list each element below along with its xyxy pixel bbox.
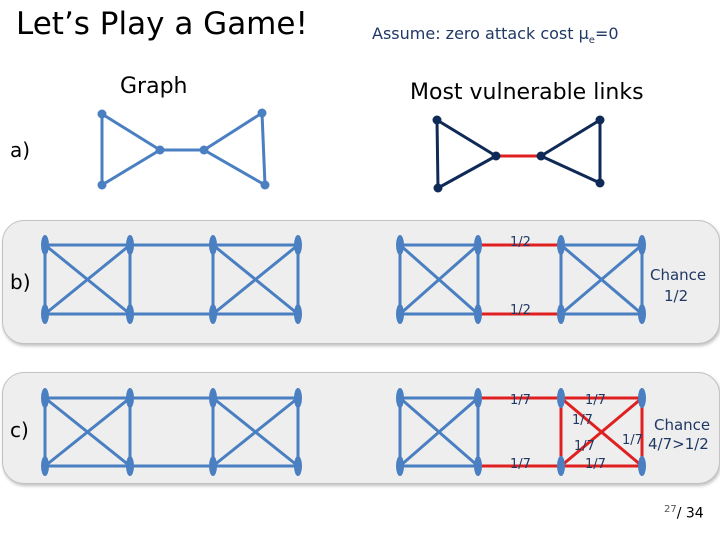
c-vulnerable-left-edge <box>398 396 480 468</box>
a-graph-node <box>199 145 209 155</box>
c-graph-node <box>209 456 217 476</box>
row-label-a: a) <box>10 138 31 162</box>
a-graph-node <box>260 180 270 190</box>
b-graph-node <box>209 235 217 255</box>
c-right-mid-prob: 1/7 <box>622 433 643 448</box>
row-label-b: b) <box>10 270 31 294</box>
edge-layer <box>43 111 644 468</box>
b-chance-value: 1/2 <box>664 287 688 305</box>
c-vulnerable-node <box>474 456 482 476</box>
a-graph-edge <box>260 111 267 187</box>
c-right-top-prob: 1/7 <box>585 393 606 408</box>
c-vulnerable-node <box>638 388 646 408</box>
c-graph-node <box>294 456 302 476</box>
a-graph-node <box>97 109 107 119</box>
a-graph-edge <box>202 148 267 187</box>
c-graph-left-edge <box>43 396 132 468</box>
a-vulnerable-node <box>595 178 605 188</box>
b-graph-node <box>126 304 134 324</box>
a-vulnerable-node <box>595 115 605 125</box>
c-graph-right-diag <box>211 396 300 468</box>
b-vulnerable-node <box>396 304 404 324</box>
a-vulnerable-edge <box>435 118 498 158</box>
graph-column-label: Graph <box>120 74 188 99</box>
a-vulnerable-node <box>433 183 443 193</box>
assumption-text: Assume: zero attack cost μe=0 <box>372 24 619 47</box>
a-vulnerable-edge <box>539 154 602 185</box>
a-graph-edge <box>100 112 162 152</box>
b-graph-right-diag <box>211 243 300 316</box>
a-vulnerable-node <box>432 115 442 125</box>
b-vulnerable-node <box>396 235 404 255</box>
a-vulnerable-edge <box>435 118 440 190</box>
b-vulnerable-node <box>638 304 646 324</box>
b-vulnerable-node <box>638 235 646 255</box>
b-graph-node <box>294 235 302 255</box>
a-graph-edge <box>100 148 162 187</box>
c-chance-value: 4/7>1/2 <box>648 435 709 453</box>
c-left-top-prob: 1/7 <box>510 393 531 408</box>
c-vulnerable-node <box>396 388 404 408</box>
c-vulnerable-right-diag <box>559 396 644 468</box>
vulnerable-column-label: Most vulnerable links <box>410 80 644 105</box>
a-graph-node <box>257 108 267 118</box>
c-vulnerable-node <box>396 456 404 476</box>
c-mid-prob-1: 1/7 <box>572 413 593 428</box>
c-graph-node <box>126 388 134 408</box>
c-mid-prob-2: 1/7 <box>574 439 595 454</box>
c-graph-node <box>41 388 49 408</box>
c-left-bottom-prob: 1/7 <box>510 457 531 472</box>
b-vulnerable-node <box>557 304 565 324</box>
a-graph-edge <box>202 111 264 152</box>
c-vulnerable-node <box>638 456 646 476</box>
b-graph-node <box>209 304 217 324</box>
b-vulnerable-right-diag <box>559 243 644 316</box>
a-vulnerable-node <box>536 151 546 161</box>
b-chance-label: Chance <box>650 266 706 284</box>
b-vulnerable-node <box>474 304 482 324</box>
c-graph-node <box>294 388 302 408</box>
b-vulnerable-left-edge <box>398 243 480 316</box>
c-mid-prob-3: 1/7 <box>585 457 606 472</box>
a-vulnerable-node <box>491 151 501 161</box>
c-vulnerable-node <box>474 388 482 408</box>
b-vulnerable-node <box>557 235 565 255</box>
a-graph-node <box>155 145 165 155</box>
c-graph-node <box>209 388 217 408</box>
b-top-prob: 1/2 <box>510 235 531 250</box>
node-layer <box>41 108 646 476</box>
a-vulnerable-edge <box>436 154 498 190</box>
c-vulnerable-node <box>557 456 565 476</box>
b-graph-left-edge <box>43 243 132 316</box>
annotation-layer: 1/2 1/2 Chance 1/2 1/7 1/7 1/7 1/7 1/7 1… <box>510 235 710 472</box>
b-graph-node <box>41 304 49 324</box>
b-graph-node <box>126 235 134 255</box>
b-bottom-prob: 1/2 <box>510 303 531 318</box>
slide-title: Let’s Play a Game! <box>16 6 308 42</box>
a-graph-node <box>97 180 107 190</box>
c-graph-node <box>41 456 49 476</box>
c-graph-node <box>126 456 134 476</box>
c-chance-label: Chance <box>654 416 710 434</box>
b-graph-node <box>294 304 302 324</box>
b-vulnerable-node <box>474 235 482 255</box>
b-graph-node <box>41 235 49 255</box>
page-number: 27/ 34 <box>664 504 704 522</box>
c-vulnerable-node <box>557 388 565 408</box>
a-vulnerable-edge <box>539 118 602 158</box>
row-label-c: c) <box>10 418 29 442</box>
